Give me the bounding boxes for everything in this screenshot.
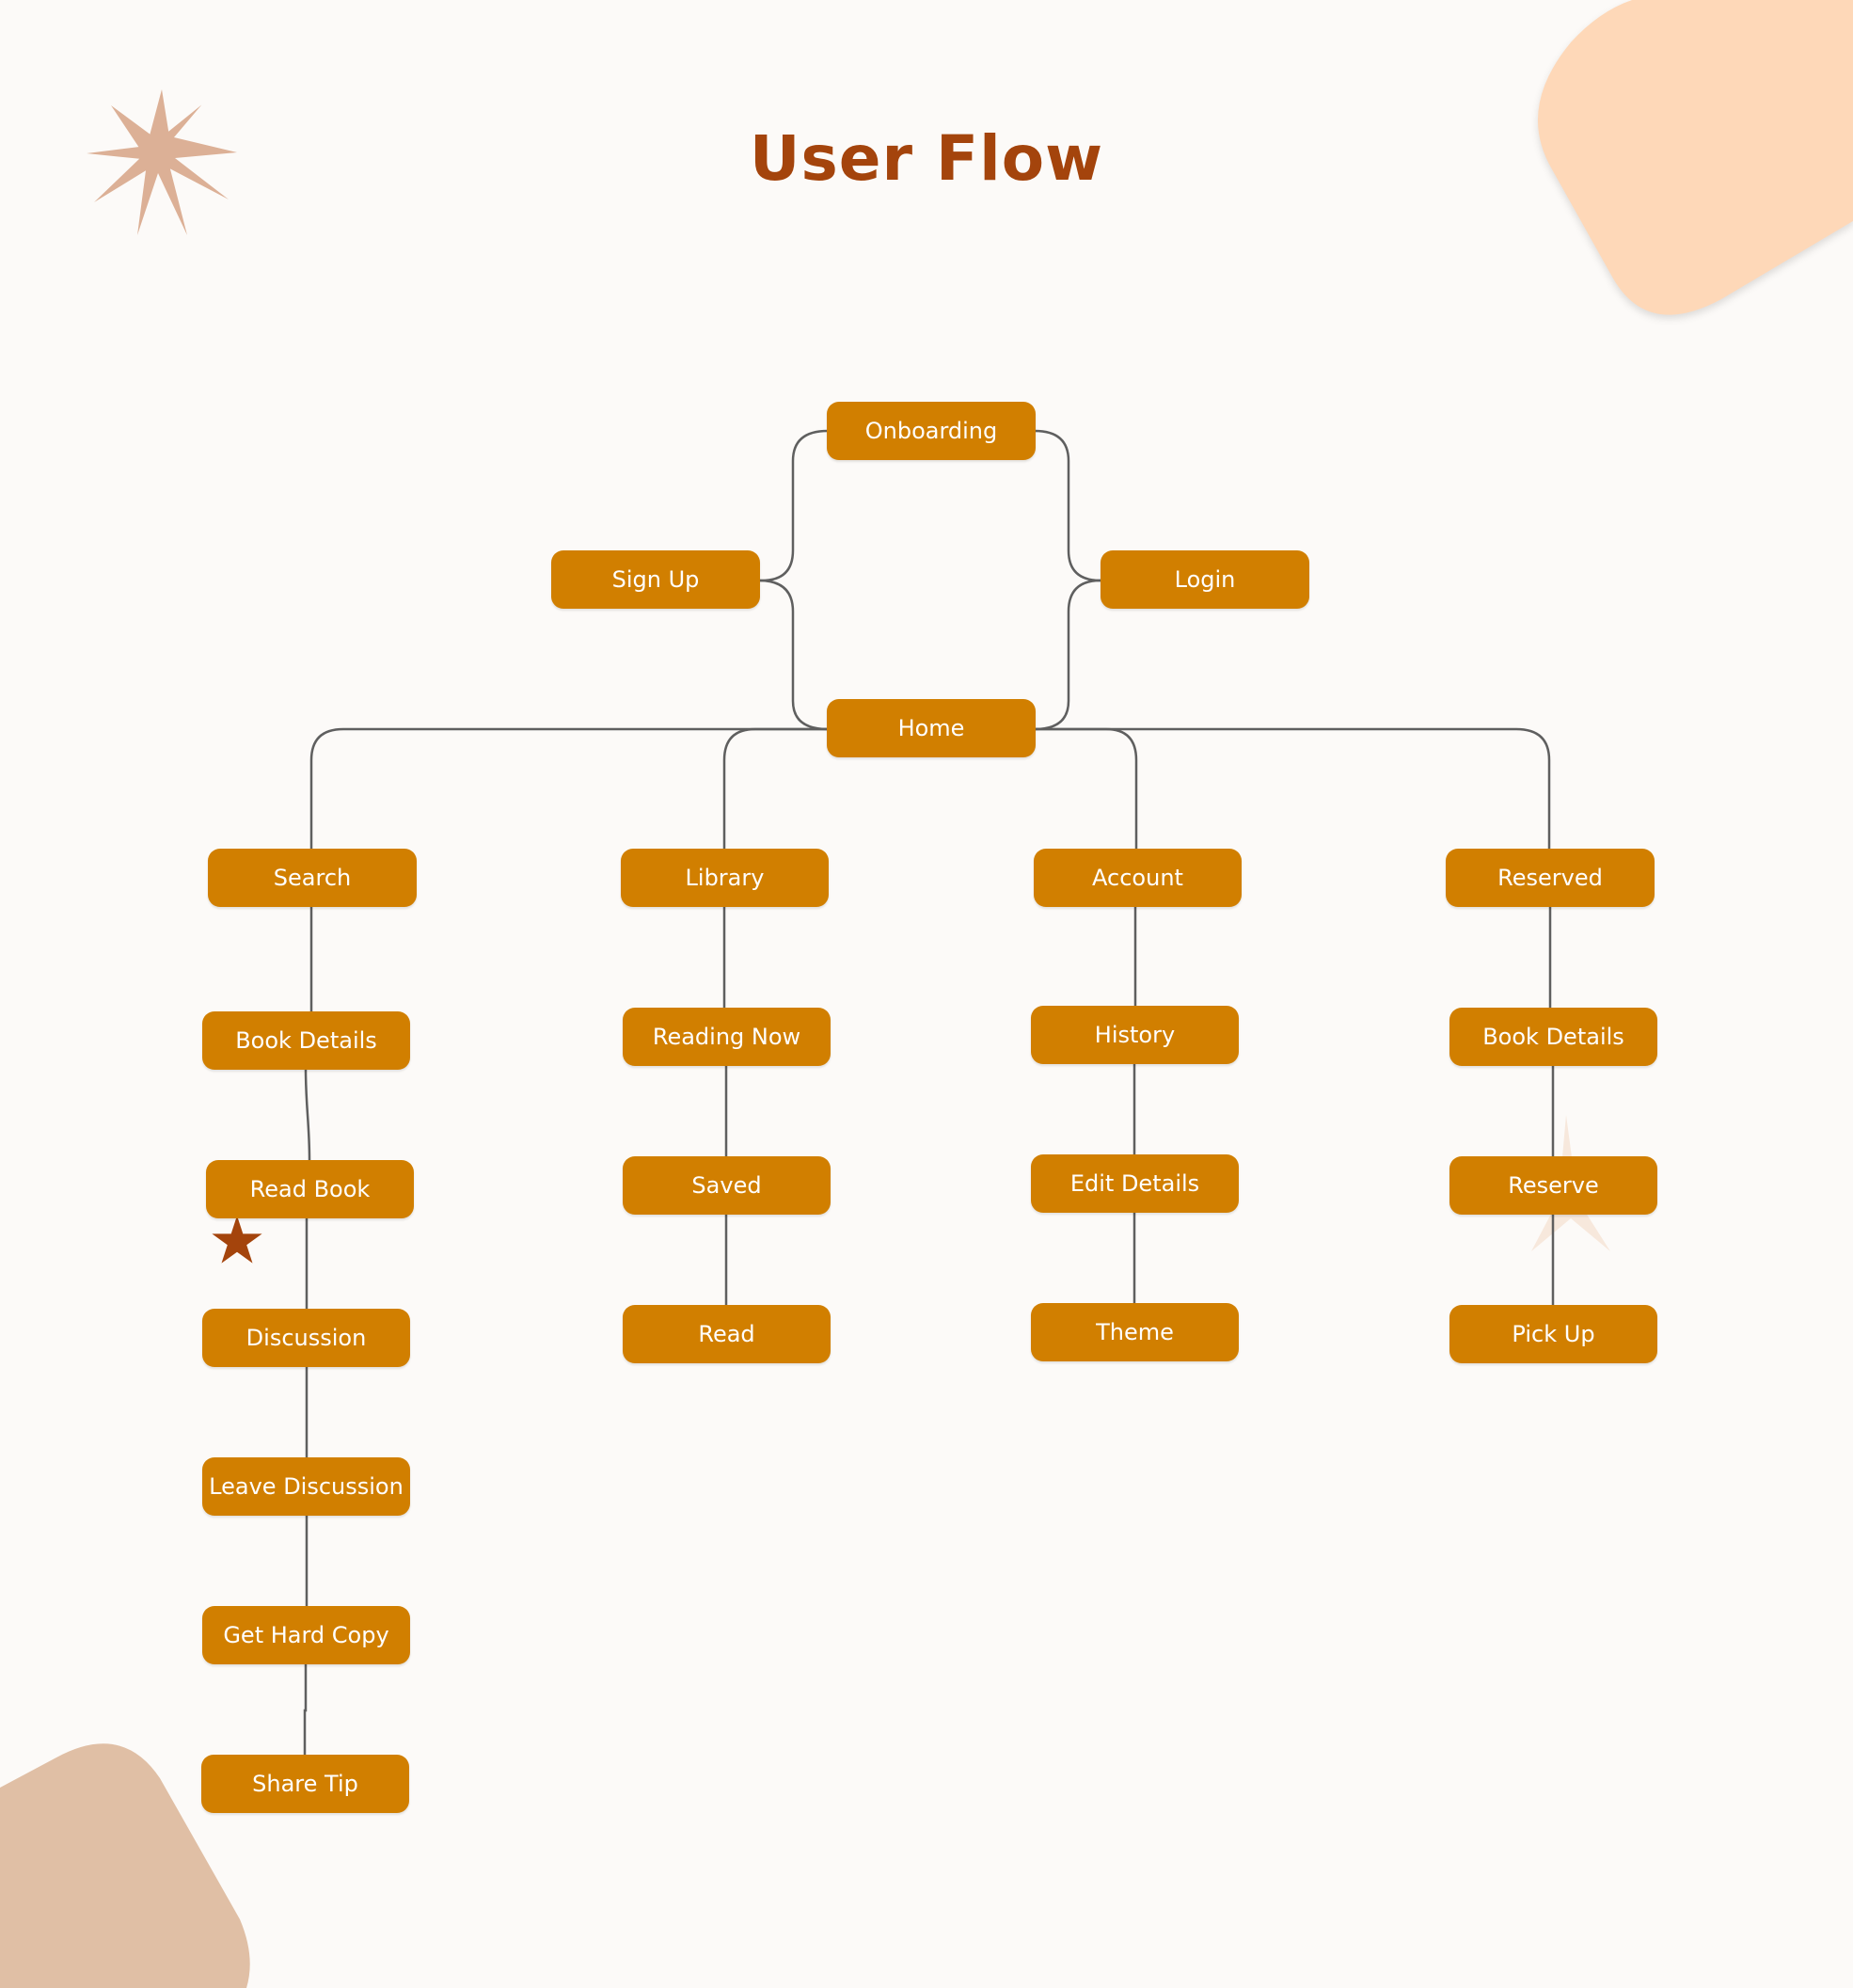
node-reserved-book-details[interactable]: Book Details — [1449, 1008, 1657, 1066]
node-login[interactable]: Login — [1101, 550, 1309, 609]
node-saved[interactable]: Saved — [623, 1156, 831, 1215]
node-library[interactable]: Library — [621, 849, 829, 907]
node-read-book[interactable]: Read Book — [206, 1160, 414, 1218]
node-home[interactable]: Home — [827, 699, 1036, 757]
edge-home-library — [722, 727, 828, 849]
node-search[interactable]: Search — [208, 849, 417, 907]
top-right-blob — [1537, 0, 1853, 315]
node-leave-discussion[interactable]: Leave Discussion — [202, 1457, 410, 1516]
node-history[interactable]: History — [1031, 1006, 1239, 1064]
edge-hardcopy-sharetip — [303, 1663, 308, 1755]
node-get-hard-copy[interactable]: Get Hard Copy — [202, 1606, 410, 1664]
node-reserved[interactable]: Reserved — [1446, 849, 1655, 907]
node-pick-up[interactable]: Pick Up — [1449, 1305, 1657, 1363]
edge-home-search — [309, 727, 828, 849]
node-discussion[interactable]: Discussion — [202, 1309, 410, 1367]
edge-onboarding-login — [1034, 429, 1101, 582]
edge-home-reserved — [1035, 727, 1551, 849]
page-title: User Flow — [749, 122, 1104, 195]
edge-home-account — [1035, 727, 1138, 849]
edge-signup-home — [758, 579, 829, 731]
node-account[interactable]: Account — [1034, 849, 1242, 907]
node-read[interactable]: Read — [623, 1305, 831, 1363]
node-edit-details[interactable]: Edit Details — [1031, 1154, 1239, 1213]
edge-login-home — [1034, 579, 1101, 731]
node-reading-now[interactable]: Reading Now — [623, 1008, 831, 1066]
star-icon — [212, 1216, 262, 1264]
starburst-icon — [87, 89, 237, 235]
node-reserve[interactable]: Reserve — [1449, 1156, 1657, 1215]
node-sign-up[interactable]: Sign Up — [551, 550, 760, 609]
node-theme[interactable]: Theme — [1031, 1303, 1239, 1361]
edge-onboarding-signup — [759, 429, 829, 582]
edge-bookdetails-readbook — [304, 1068, 311, 1161]
node-search-book-details[interactable]: Book Details — [202, 1011, 410, 1070]
node-onboarding[interactable]: Onboarding — [827, 402, 1036, 460]
bottom-left-blob — [0, 1743, 250, 1988]
node-share-tip[interactable]: Share Tip — [201, 1755, 409, 1813]
